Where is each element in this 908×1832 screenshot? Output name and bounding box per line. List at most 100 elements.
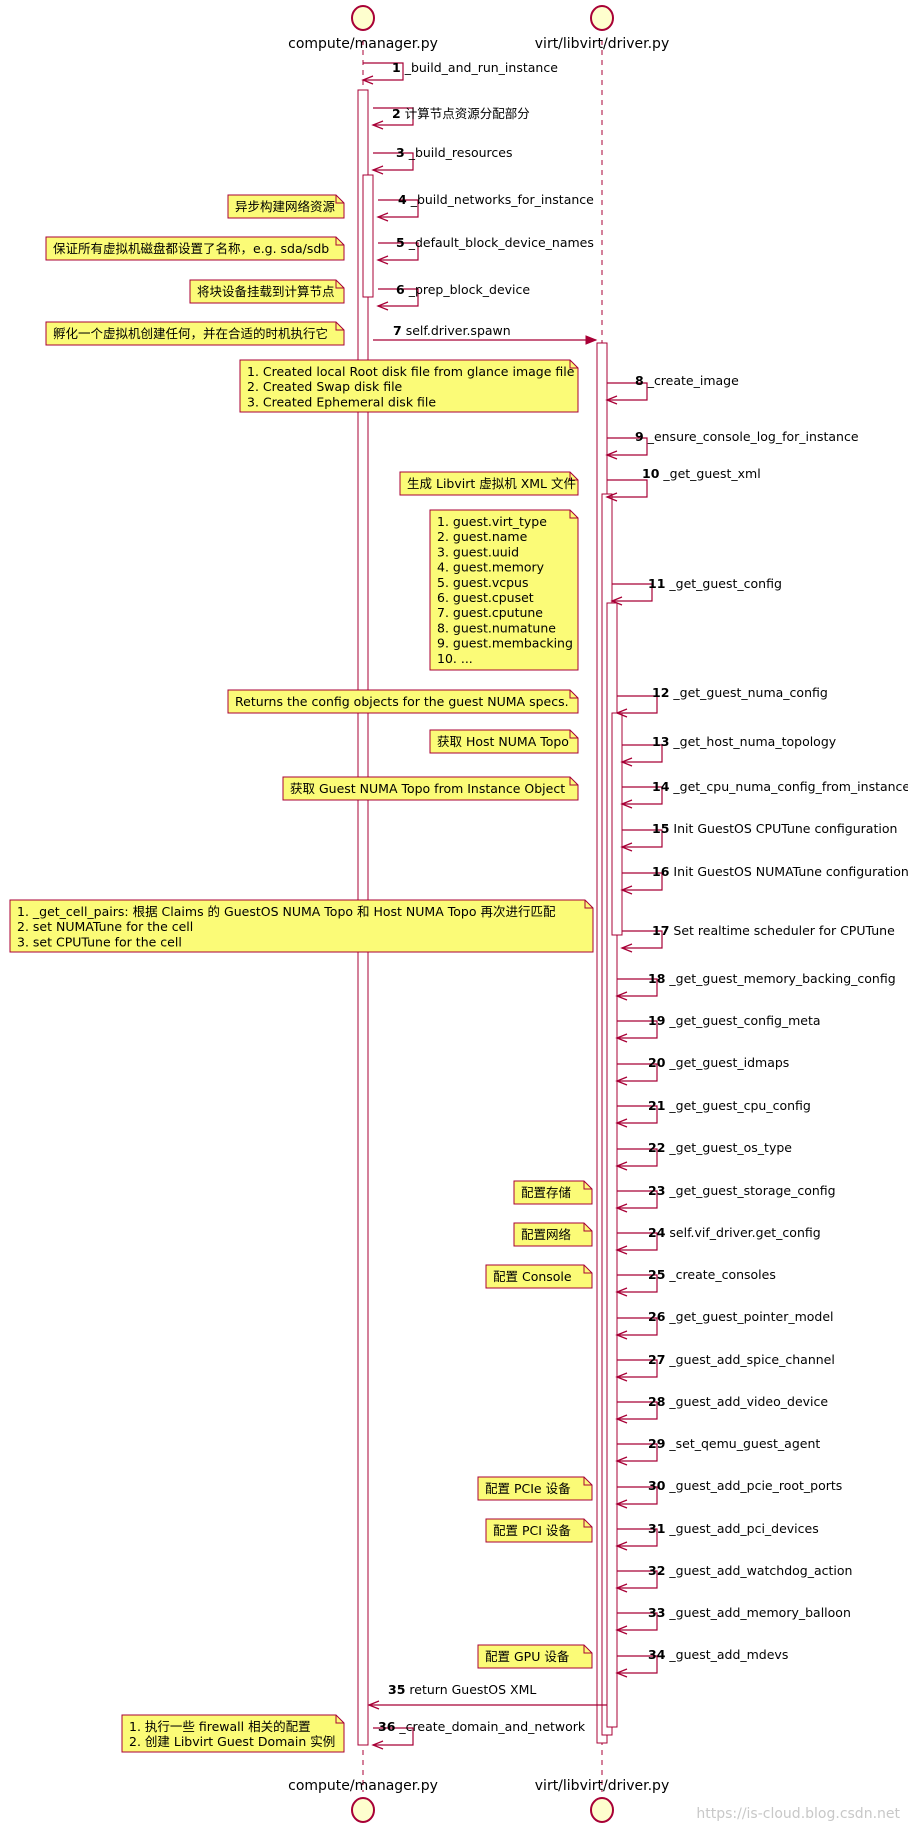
message-text: _get_host_numa_topology xyxy=(672,734,836,749)
message-label: 2 计算节点资源分配部分 xyxy=(392,106,530,121)
message-number: 19 xyxy=(648,1013,665,1028)
message-19: 19 _get_guest_config_meta xyxy=(615,1013,821,1043)
note-line: 配置 PCI 设备 xyxy=(493,1523,571,1538)
message-label: 28 _guest_add_video_device xyxy=(648,1394,828,1409)
message-label: 9 _ensure_console_log_for_instance xyxy=(635,429,859,444)
message-text: _get_guest_memory_backing_config xyxy=(668,971,895,986)
message-text: _ensure_console_log_for_instance xyxy=(647,429,859,444)
note-line: 获取 Host NUMA Topo xyxy=(437,734,569,749)
message-label: 3 _build_resources xyxy=(396,145,513,160)
message-text: _build_and_run_instance xyxy=(404,60,559,75)
message-label: 17 Set realtime scheduler for CPUTune xyxy=(652,923,895,938)
message-text: _get_guest_numa_config xyxy=(672,685,827,700)
message-5: 5 _default_block_device_names xyxy=(376,235,594,265)
message-text: _get_guest_cpu_config xyxy=(668,1098,810,1113)
note-line: 4. guest.memory xyxy=(437,560,545,575)
message-number: 6 xyxy=(396,282,405,297)
message-21: 21 _get_guest_cpu_config xyxy=(615,1098,811,1128)
participant-manager-head-top xyxy=(351,5,375,31)
participant-driver-label-bottom: virt/libvirt/driver.py xyxy=(535,1778,669,1794)
note: 保证所有虚拟机磁盘都设置了名称，e.g. sda/sdb xyxy=(45,236,345,261)
message-number: 10 xyxy=(642,466,660,481)
note: 配置网络 xyxy=(513,1222,593,1247)
message-label: 12 _get_guest_numa_config xyxy=(652,685,828,700)
message-8: 8 _create_image xyxy=(605,373,739,405)
note: 配置 PCI 设备 xyxy=(485,1518,593,1543)
message-label: 33 _guest_add_memory_balloon xyxy=(648,1605,851,1620)
message-label: 7 self.driver.spawn xyxy=(393,323,511,338)
message-text: _get_guest_os_type xyxy=(668,1140,792,1155)
message-label: 31 _guest_add_pci_devices xyxy=(648,1521,819,1536)
message-text: _set_qemu_guest_agent xyxy=(668,1436,820,1451)
note: 孵化一个虚拟机创建任何，并在合适的时机执行它 xyxy=(45,321,345,346)
note-line: 2. set NUMATune for the cell xyxy=(17,919,193,934)
message-label: 34 _guest_add_mdevs xyxy=(648,1647,788,1662)
message-text: _guest_add_video_device xyxy=(668,1394,828,1409)
message-label: 8 _create_image xyxy=(635,373,739,388)
note-line: 1. _get_cell_pairs: 根据 Claims 的 GuestOS … xyxy=(17,904,556,919)
message-text: _guest_add_pcie_root_ports xyxy=(668,1478,842,1493)
message-label: 26 _get_guest_pointer_model xyxy=(648,1309,834,1324)
note: Returns the config objects for the guest… xyxy=(227,689,579,714)
note-line: 10. ... xyxy=(437,651,473,666)
note-line: 6. guest.cpuset xyxy=(437,590,534,605)
note-line: 配置 Console xyxy=(493,1269,572,1284)
note: 获取 Guest NUMA Topo from Instance Object xyxy=(282,776,579,801)
note-line: 配置 PCIe 设备 xyxy=(485,1481,571,1496)
message-number: 22 xyxy=(648,1140,665,1155)
note: 配置存储 xyxy=(513,1180,593,1205)
note-line: 1. 执行一些 firewall 相关的配置 xyxy=(129,1719,311,1734)
message-label: 18 _get_guest_memory_backing_config xyxy=(648,971,896,986)
message-text: self.vif_driver.get_config xyxy=(669,1225,820,1240)
participant-driver-label-top: virt/libvirt/driver.py xyxy=(535,36,669,52)
participant-driver-head-top xyxy=(590,5,614,31)
message-text: Init GuestOS NUMATune configuration xyxy=(673,864,908,879)
message-number: 9 xyxy=(635,429,644,444)
message-label: 36 _create_domain_and_network xyxy=(378,1719,586,1734)
message-label: 13 _get_host_numa_topology xyxy=(652,734,837,749)
activation-bar xyxy=(611,712,623,936)
message-23: 23 _get_guest_storage_config xyxy=(615,1183,836,1213)
message-25: 25 _create_consoles xyxy=(615,1267,776,1297)
message-text: self.driver.spawn xyxy=(406,323,511,338)
note-line: 异步构建网络资源 xyxy=(235,199,336,214)
note-line: 1. Created local Root disk file from gla… xyxy=(247,364,575,379)
message-text: 计算节点资源分配部分 xyxy=(405,106,530,121)
message-label: 27 _guest_add_spice_channel xyxy=(648,1352,835,1367)
message-18: 18 _get_guest_memory_backing_config xyxy=(615,971,896,1001)
message-number: 8 xyxy=(635,373,644,388)
message-label: 19 _get_guest_config_meta xyxy=(648,1013,821,1028)
message-number: 28 xyxy=(648,1394,665,1409)
message-label: 23 _get_guest_storage_config xyxy=(648,1183,836,1198)
message-26: 26 _get_guest_pointer_model xyxy=(615,1309,834,1340)
message-text: _get_guest_pointer_model xyxy=(668,1309,833,1324)
message-number: 11 xyxy=(648,576,665,591)
note-line: 配置 GPU 设备 xyxy=(485,1649,570,1664)
message-29: 29 _set_qemu_guest_agent xyxy=(615,1436,820,1466)
note-line: 将块设备挂载到计算节点 xyxy=(197,284,335,299)
message-17: 17 Set realtime scheduler for CPUTune xyxy=(620,923,895,953)
message-13: 13 _get_host_numa_topology xyxy=(620,734,837,767)
message-text: Init GuestOS CPUTune configuration xyxy=(673,821,897,836)
message-33: 33 _guest_add_memory_balloon xyxy=(615,1605,851,1635)
message-text: Set realtime scheduler for CPUTune xyxy=(673,923,895,938)
message-number: 21 xyxy=(648,1098,665,1113)
message-number: 31 xyxy=(648,1521,665,1536)
note: 异步构建网络资源 xyxy=(227,194,345,219)
message-30: 30 _guest_add_pcie_root_ports xyxy=(615,1478,842,1509)
note: 配置 GPU 设备 xyxy=(477,1644,593,1669)
message-text: _create_image xyxy=(647,373,739,388)
message-label: 30 _guest_add_pcie_root_ports xyxy=(648,1478,842,1493)
message-label: 1 _build_and_run_instance xyxy=(392,60,558,75)
note-line: 2. Created Swap disk file xyxy=(247,379,403,394)
message-number: 33 xyxy=(648,1605,665,1620)
message-9: 9 _ensure_console_log_for_instance xyxy=(605,429,859,460)
message-label: 14 _get_cpu_numa_config_from_instance xyxy=(652,779,908,794)
message-16: 16 Init GuestOS NUMATune configuration xyxy=(620,864,908,895)
message-text: _guest_add_pci_devices xyxy=(668,1521,818,1536)
message-number: 23 xyxy=(648,1183,665,1198)
message-label: 5 _default_block_device_names xyxy=(396,235,594,250)
message-number: 5 xyxy=(396,235,405,250)
note-line: 3. guest.uuid xyxy=(437,544,519,559)
